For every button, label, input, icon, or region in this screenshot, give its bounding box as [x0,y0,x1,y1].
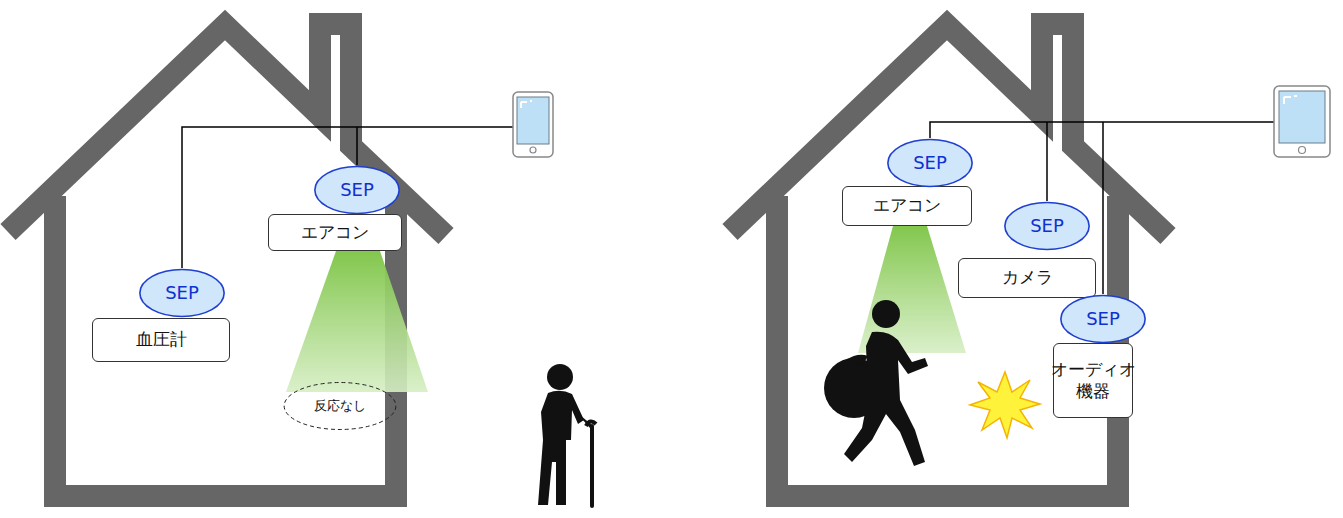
ellipse-shape [1061,296,1145,343]
sep-ellipse: SEP [1060,294,1146,344]
sep-ellipse: SEP [1004,201,1090,251]
air-flow [286,251,428,392]
ellipse-shape [888,140,972,187]
sep-label: SEP [911,152,949,175]
tablet-icon [513,92,553,157]
sep-ellipse: SEP [139,268,225,318]
ellipse-shape [284,383,396,430]
elderly-person [538,364,596,508]
device-label: 反応なし [312,398,368,414]
device-label: オーディオ 機器 [1049,359,1138,402]
burglar [824,300,928,466]
sep-label: SEP [1028,215,1066,238]
device-box: エアコン [268,214,402,251]
ellipse-shape [315,167,399,214]
sep-ellipse: SEP [314,165,400,215]
ellipse-shape [140,270,224,317]
ellipse-shape [1005,203,1089,250]
device-box: エアコン [842,186,972,226]
house-outline [8,24,446,496]
device-label: エアコン [299,222,371,243]
sep-ellipse: SEP [887,138,973,188]
tablet-icon [1274,86,1330,157]
device-box: 血圧計 [92,318,230,362]
device-box: オーディオ 機器 [1053,343,1133,418]
sep-label: SEP [338,179,376,202]
house-outline [730,24,1168,496]
sep-label: SEP [1084,308,1122,331]
device-label: カメラ [1000,267,1055,288]
status-ellipse: 反応なし [283,381,397,431]
device-box: カメラ [958,258,1096,298]
device-label: 血圧計 [134,329,189,350]
alarm-burst [970,372,1040,438]
device-label: エアコン [871,195,943,216]
sep-label: SEP [163,282,201,305]
